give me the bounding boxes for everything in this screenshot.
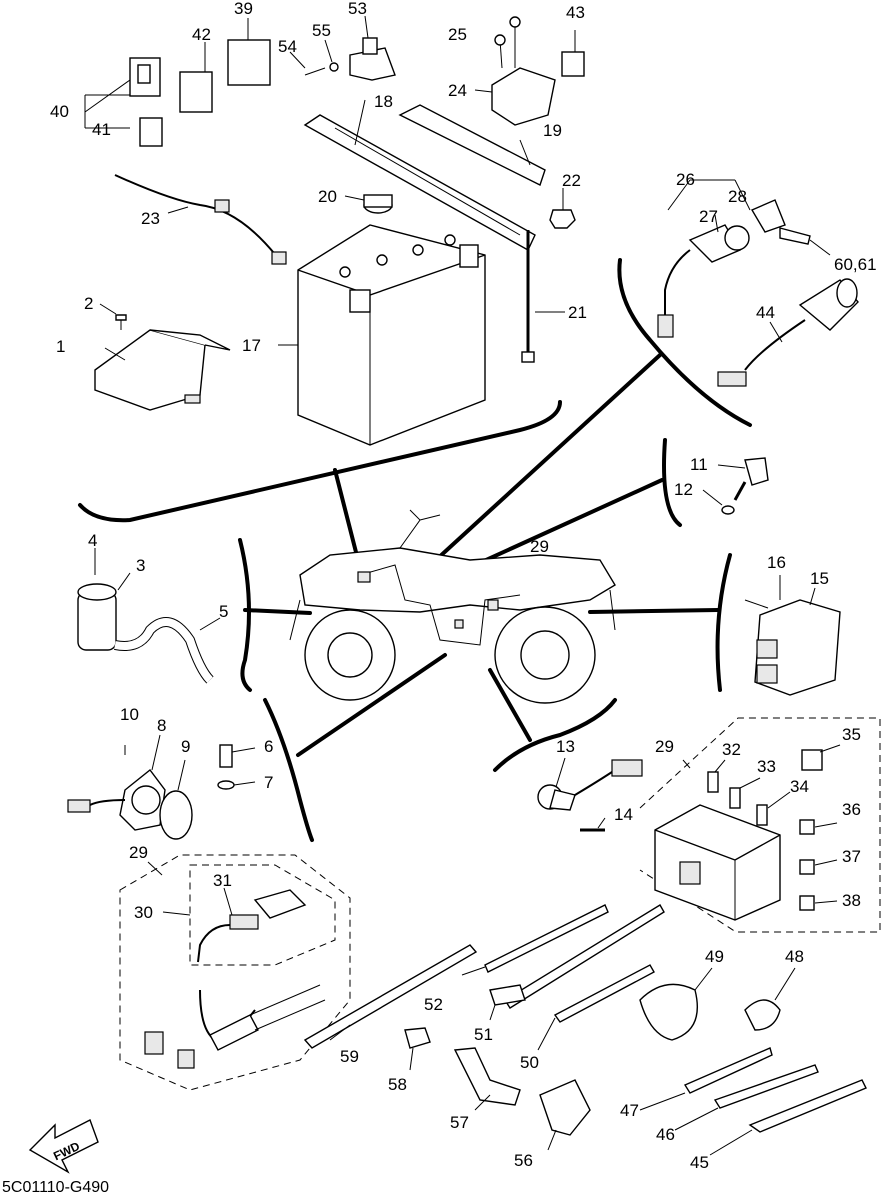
relay-parts-top-left	[84, 18, 585, 147]
callout-29-center: 29	[530, 537, 549, 556]
rectifier-15	[744, 575, 841, 696]
group-boundaries	[78, 258, 752, 842]
callout-7: 7	[264, 773, 273, 792]
callout-19: 19	[543, 121, 562, 140]
lead-wire-23	[114, 174, 287, 265]
callout-36: 36	[842, 800, 861, 819]
callout-46: 46	[656, 1125, 675, 1144]
callout-30: 30	[134, 903, 153, 922]
callout-16: 16	[767, 553, 786, 572]
callout-59: 59	[340, 1047, 359, 1066]
callout-15: 15	[810, 569, 829, 588]
callout-11: 11	[690, 455, 708, 474]
main-switch	[657, 179, 831, 338]
cable-ties-and-clamps	[303, 904, 867, 1156]
callout-29-harness: 29	[129, 843, 148, 862]
callout-8: 8	[157, 716, 166, 735]
neutral-switch-6	[217, 744, 256, 790]
screw-2	[99, 303, 127, 330]
callout-44: 44	[756, 303, 775, 322]
callout-28: 28	[728, 187, 747, 206]
damper-20	[344, 194, 393, 214]
battery-band	[303, 99, 546, 251]
fuse-box-group	[639, 717, 881, 933]
callout-32: 32	[722, 740, 741, 759]
ignition-coil	[77, 548, 221, 684]
callout-47: 47	[620, 1101, 639, 1120]
atv-illustration	[289, 509, 616, 704]
callout-31: 31	[213, 871, 232, 890]
callout-39: 39	[234, 0, 253, 18]
callout-49: 49	[705, 947, 724, 966]
callout-33: 33	[757, 757, 776, 776]
ecu-unit	[94, 329, 231, 411]
starter-relay-53	[289, 15, 396, 81]
callout-6: 6	[264, 737, 273, 756]
dc-socket-44	[717, 278, 859, 387]
callout-42: 42	[192, 25, 211, 44]
callout-34: 34	[790, 777, 809, 796]
bolt-21	[521, 230, 565, 363]
callout-1: 1	[56, 337, 65, 356]
callout-48: 48	[785, 947, 804, 966]
callout-53: 53	[348, 0, 367, 18]
callout-22: 22	[562, 171, 581, 190]
callout-45: 45	[690, 1153, 709, 1172]
diagram-caption: 5C01110-G490	[2, 1179, 109, 1196]
wire-harness-group	[119, 854, 351, 1091]
callout-60-61: 60,61	[834, 255, 877, 274]
callout-20: 20	[318, 187, 337, 206]
callout-37: 37	[842, 847, 861, 866]
callout-38: 38	[842, 891, 861, 910]
callout-25: 25	[448, 25, 467, 44]
fwd-arrow-icon: FWD	[28, 1119, 99, 1174]
callout-54: 54	[278, 37, 297, 56]
callout-labels: 1 2 3 4 5 6 7 8 9 10 11 12 13 14 15 16 1…	[50, 0, 877, 1172]
callout-24: 24	[448, 81, 467, 100]
callout-21: 21	[568, 303, 587, 322]
callout-4: 4	[88, 531, 97, 550]
callout-51: 51	[474, 1025, 493, 1044]
callout-58: 58	[388, 1075, 407, 1094]
callout-26: 26	[676, 170, 695, 189]
callout-29-fusebox: 29	[655, 737, 674, 756]
nut-22	[549, 188, 576, 229]
callout-40: 40	[50, 102, 69, 121]
callout-57: 57	[450, 1113, 469, 1132]
callout-13: 13	[556, 737, 575, 756]
callout-5: 5	[219, 602, 228, 621]
callout-3: 3	[136, 556, 145, 575]
sensor-11	[702, 457, 769, 515]
callout-23: 23	[141, 209, 160, 228]
callout-14: 14	[614, 805, 633, 824]
callout-43: 43	[566, 3, 585, 22]
callout-35: 35	[842, 725, 861, 744]
callout-55: 55	[312, 21, 331, 40]
callout-10: 10	[120, 705, 139, 724]
speed-sensor-13	[537, 757, 643, 832]
battery	[278, 224, 486, 446]
callout-9: 9	[181, 737, 190, 756]
callout-17: 17	[242, 336, 261, 355]
callout-41: 41	[92, 120, 111, 139]
callout-12: 12	[674, 480, 693, 499]
callout-18: 18	[374, 92, 393, 111]
callout-2: 2	[84, 294, 93, 313]
pickup-coil	[67, 734, 193, 840]
callout-27: 27	[699, 207, 718, 226]
callout-50: 50	[520, 1053, 539, 1072]
callout-56: 56	[514, 1151, 533, 1170]
relay-24	[474, 16, 556, 126]
callout-52: 52	[424, 995, 443, 1014]
